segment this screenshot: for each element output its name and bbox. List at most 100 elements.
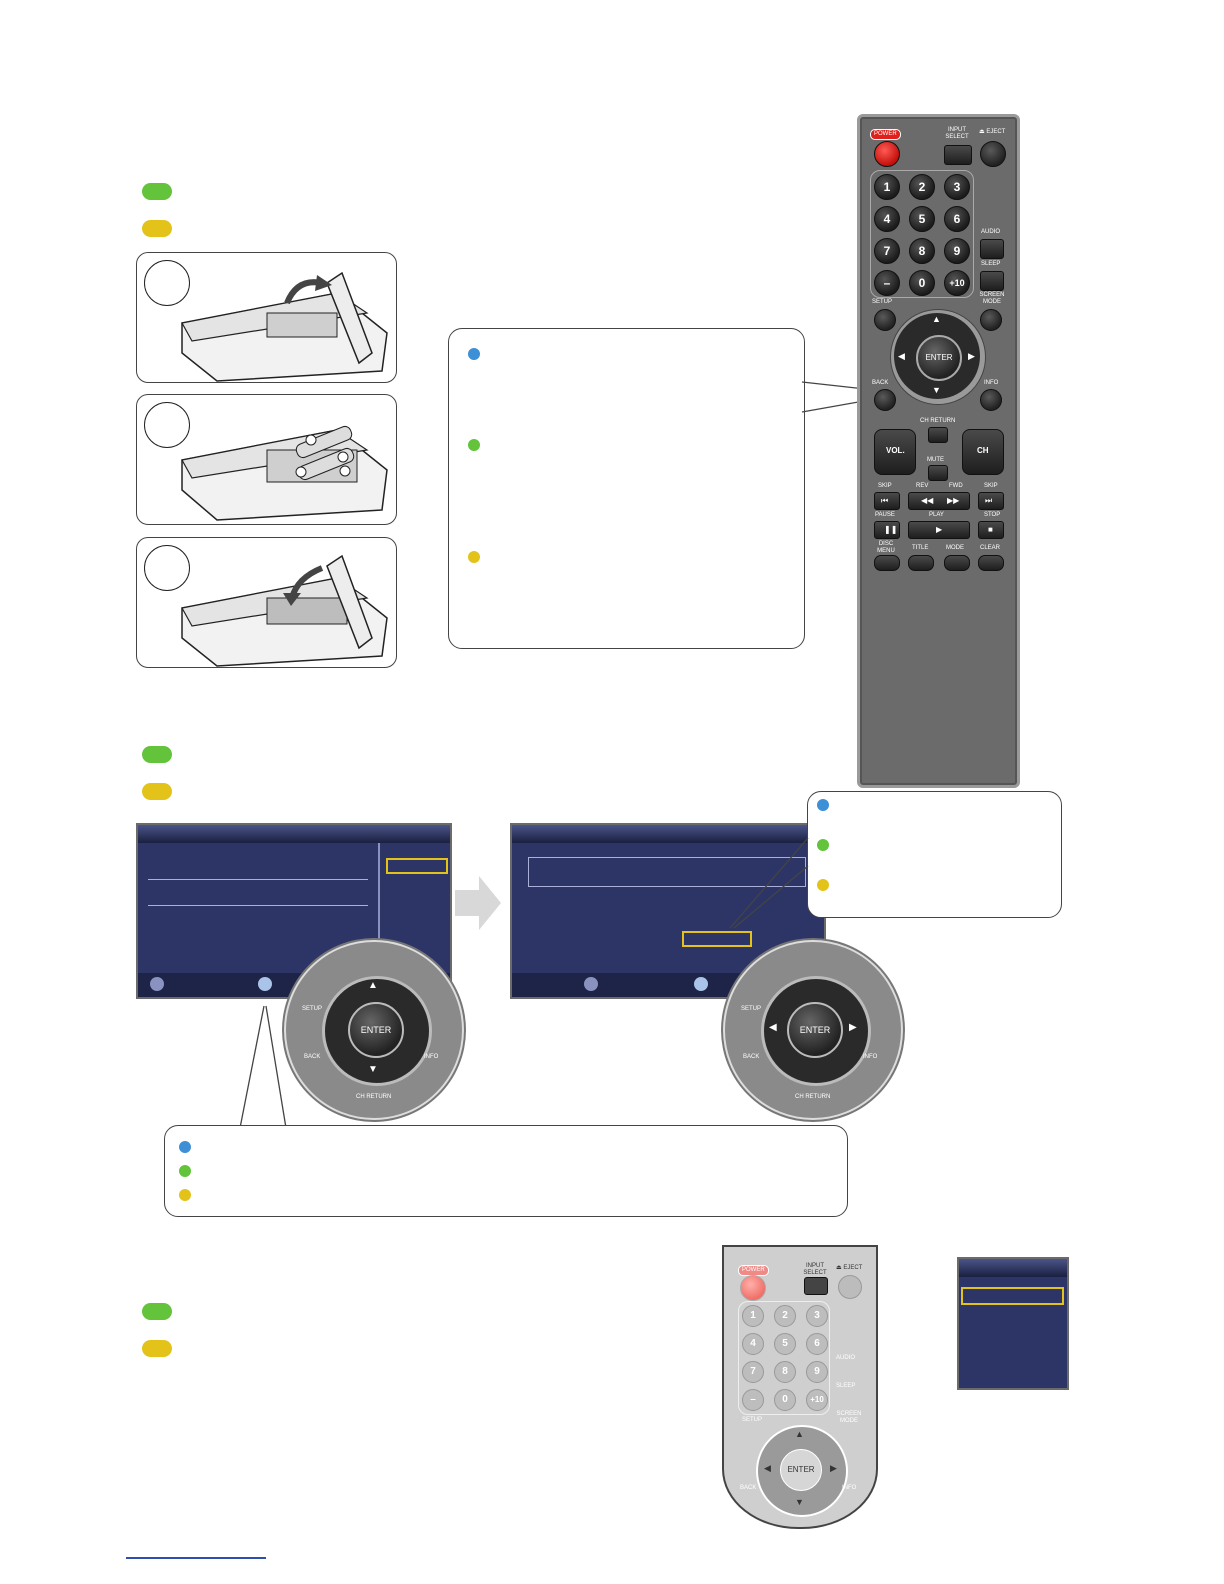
enter-button[interactable]: ENTER [780,1449,822,1491]
number-3-button[interactable]: 3 [944,174,970,200]
audio-button[interactable] [980,239,1004,259]
back-label: BACK [743,1054,760,1060]
ch-return-label: CH RETURN [356,1094,392,1100]
dpad-magnifier-1: ENTER ▲ ▼ SETUP BACK INFO CH RETURN [284,940,464,1120]
skip-forward-icon: ⏭ [985,496,993,505]
sleep-button[interactable] [980,271,1004,291]
input-select-button[interactable] [804,1277,828,1295]
number-2-button[interactable]: 2 [909,174,935,200]
number-5-button[interactable]: 5 [774,1333,796,1355]
battery-step-2-panel [136,394,397,525]
menu-highlight-box[interactable] [961,1287,1064,1305]
pause-button[interactable]: ❚❚ [874,521,900,539]
volume-rocker[interactable] [874,429,916,475]
setup-label: SETUP [742,1417,763,1423]
disc-menu-button[interactable] [874,555,900,571]
number-0-button[interactable]: 0 [909,270,935,296]
yellow-language-marker [817,879,829,891]
menu-screen-3 [957,1257,1069,1390]
mute-label: MUTE [927,457,944,463]
number-7-button[interactable]: 7 [742,1361,764,1383]
menu-highlight-box[interactable] [682,931,752,947]
down-arrow-icon[interactable]: ▼ [932,385,941,395]
rev-fwd-button[interactable]: ◀◀▶▶ [908,492,970,510]
footer-link-underline [126,1557,266,1559]
info-label: INFO [424,1054,439,1060]
setup-button[interactable] [874,309,896,331]
back-button[interactable] [874,389,896,411]
number-9-button[interactable]: 9 [944,238,970,264]
info-button[interactable] [980,389,1002,411]
input-select-button[interactable] [944,145,972,165]
menu-title-bar [512,825,824,843]
number-3-button[interactable]: 3 [806,1305,828,1327]
setup-label: SETUP [872,299,893,305]
power-button[interactable] [740,1275,766,1301]
title-button[interactable] [908,555,934,571]
green-language-marker [817,839,829,851]
navigate-callout [807,791,1062,918]
enter-icon [258,977,272,991]
skip-back-button[interactable]: ⏮ [874,492,900,510]
power-button[interactable] [874,141,900,167]
yellow-language-marker [468,551,480,563]
skip-forward-button[interactable]: ⏭ [978,492,1004,510]
pause-label: PAUSE [875,512,895,518]
menu-selection-row[interactable] [528,857,806,887]
number-7-button[interactable]: 7 [874,238,900,264]
plus-10-button[interactable]: +10 [806,1389,828,1411]
green-language-marker [142,183,172,200]
ch-return-button[interactable] [928,427,948,443]
enter-button[interactable]: ENTER [348,1002,404,1058]
screen-mode-label: SCREEN MODE [836,1411,862,1424]
number-4-button[interactable]: 4 [742,1333,764,1355]
info-label: INFO [842,1485,857,1491]
stop-button[interactable]: ■ [978,521,1004,539]
left-arrow-icon[interactable]: ◀ [898,351,905,361]
number-8-button[interactable]: 8 [774,1361,796,1383]
plus-10-button[interactable]: +10 [944,270,970,296]
channel-rocker[interactable] [962,429,1004,475]
number-5-button[interactable]: 5 [909,206,935,232]
pause-icon: ❚❚ [884,525,898,534]
eject-button[interactable] [838,1275,862,1299]
arrow-buttons-callout [448,328,805,649]
menu-highlight-box[interactable] [386,858,448,874]
number-0-button[interactable]: 0 [774,1389,796,1411]
dash-button[interactable]: – [742,1389,764,1411]
eject-button[interactable] [980,141,1006,167]
info-label: INFO [984,380,999,386]
up-arrow-icon[interactable]: ▲ [932,314,941,324]
enter-button[interactable]: ENTER [916,335,962,381]
number-8-button[interactable]: 8 [909,238,935,264]
insert-batteries-illustration [181,425,388,521]
enter-button[interactable]: ENTER [787,1002,843,1058]
fwd-label: FWD [949,483,963,489]
play-icon: ▶ [936,525,943,534]
mute-button[interactable] [928,465,948,481]
screen-mode-button[interactable] [980,309,1002,331]
left-arrow-icon: ◀ [769,1022,777,1033]
right-arrow-icon[interactable]: ▶ [968,351,975,361]
sleep-label: SLEEP [981,261,1001,267]
battery-step-1-panel [136,252,397,383]
number-1-button[interactable]: 1 [874,174,900,200]
title-label: TITLE [912,545,929,551]
down-arrow-icon: ▼ [795,1497,804,1507]
number-6-button[interactable]: 6 [944,206,970,232]
clear-button[interactable] [978,555,1004,571]
step-number-circle [144,260,190,306]
mode-button[interactable] [944,555,970,571]
number-2-button[interactable]: 2 [774,1305,796,1327]
dpad[interactable] [756,1425,848,1517]
play-button[interactable]: ▶ [908,521,970,539]
skip-back-label: SKIP [878,483,892,489]
number-9-button[interactable]: 9 [806,1361,828,1383]
number-pad-frame [738,1301,830,1415]
number-6-button[interactable]: 6 [806,1333,828,1355]
dash-button[interactable]: – [874,270,900,296]
audio-label: AUDIO [981,229,1001,235]
right-arrow-icon: ▶ [830,1463,837,1473]
number-1-button[interactable]: 1 [742,1305,764,1327]
number-4-button[interactable]: 4 [874,206,900,232]
